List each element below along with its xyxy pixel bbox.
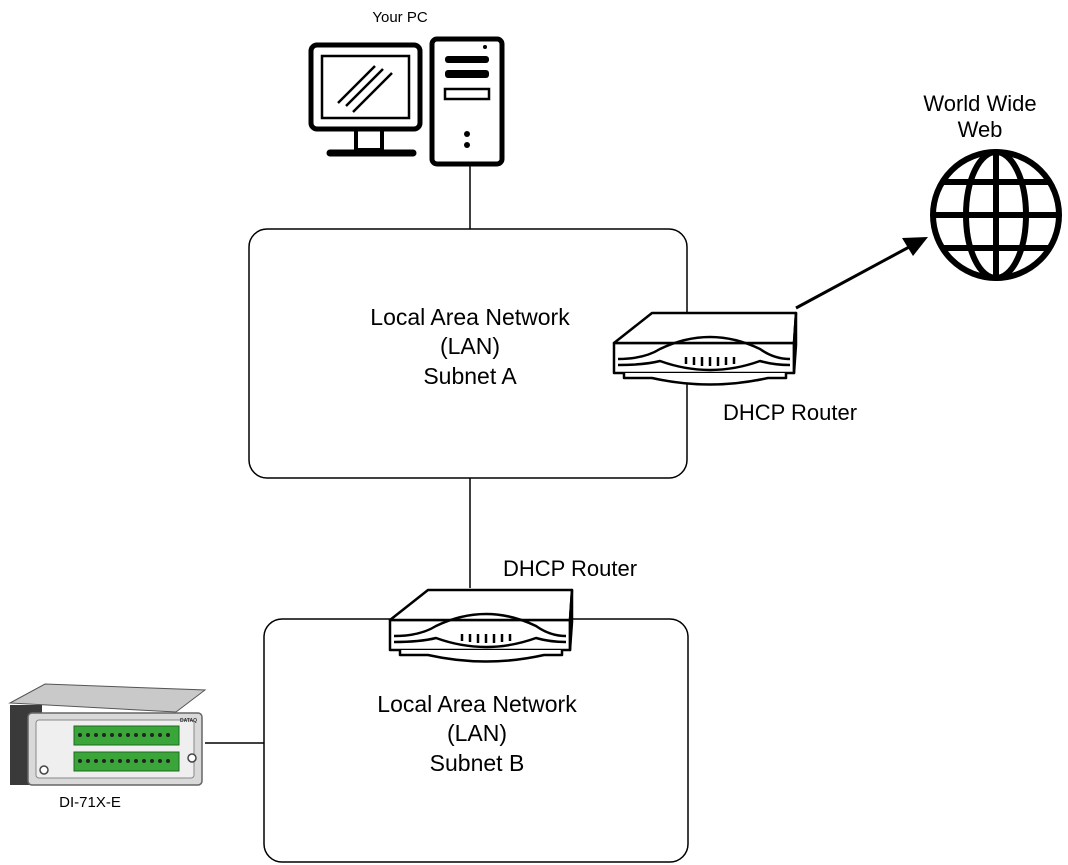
device-label: DI-71X-E [59,794,121,811]
pc-tower-icon [429,36,505,167]
router-b-label: DHCP Router [502,556,638,581]
data-logger-device-icon [8,683,207,786]
internet-label: World Wide Web [923,91,1037,142]
subnet-a-label: Local Area Network (LAN) Subnet A [370,304,570,389]
globe-icon [930,149,1062,281]
router-a-icon [612,311,798,386]
monitor-icon [308,42,423,157]
pc-label: Your PC [372,9,428,26]
router-a-label: DHCP Router [722,400,858,425]
device-brand-mark: DATAQ [180,718,197,724]
subnet-b-label: Local Area Network (LAN) Subnet B [377,691,577,776]
router-b-icon [388,588,574,663]
internet-link-arrow [795,237,928,310]
